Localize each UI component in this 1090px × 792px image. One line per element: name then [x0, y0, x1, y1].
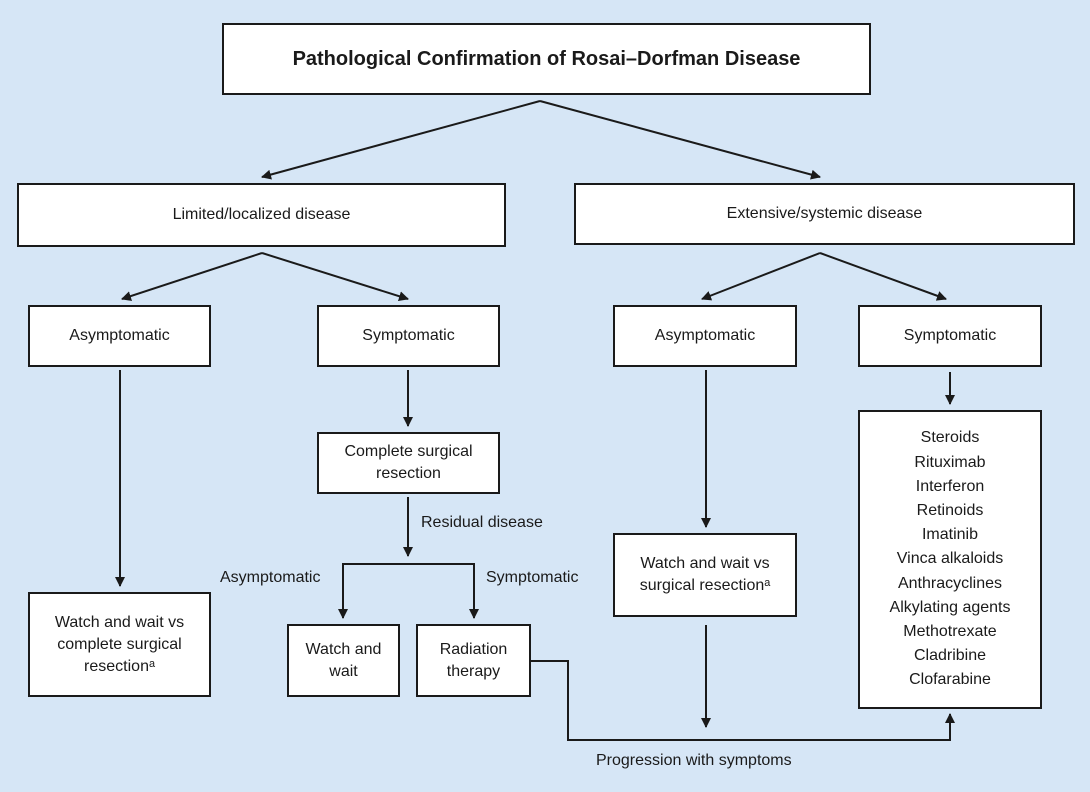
arrow-radiation-to-treatments	[530, 660, 955, 741]
extensive-watch-wait-box: Watch and wait vs surgical resectionᵃ	[613, 533, 797, 617]
limited-watch-wait-box: Watch and wait vs complete surgical rese…	[28, 592, 211, 697]
limited-asymptomatic-label: Asymptomatic	[69, 327, 170, 344]
limited-disease-box: Limited/localized disease	[17, 183, 506, 247]
extensive-asymptomatic-box: Asymptomatic	[613, 305, 797, 367]
treatment-item: Clofarabine	[909, 671, 991, 689]
treatment-item: Alkylating agents	[889, 598, 1011, 616]
arrow-extensive-to-symptomatic	[819, 252, 947, 301]
arrow-title-to-limited	[261, 100, 541, 180]
extensive-disease-box: Extensive/systemic disease	[574, 183, 1075, 245]
treatment-item: Cladribine	[913, 647, 987, 665]
limited-symptomatic-box: Symptomatic	[317, 305, 500, 367]
limited-disease-label: Limited/localized disease	[172, 206, 351, 223]
arrow-limited-to-asymptomatic	[121, 252, 263, 301]
arrow-limited-to-symptomatic	[261, 252, 409, 302]
watch-and-wait-box: Watch and wait	[287, 624, 400, 697]
treatment-item: Methotrexate	[903, 623, 997, 640]
residual-asymptomatic-label: Asymptomatic	[220, 569, 321, 586]
complete-surgical-resection-label: Complete surgical resection	[344, 443, 473, 482]
treatment-options-box: Steroids Rituximab Interferon Retinoids …	[858, 410, 1042, 709]
progression-label: Progression with symptoms	[596, 752, 792, 769]
arrow-extensive-to-asymptomatic	[701, 252, 821, 301]
treatment-item: Imatinib	[921, 526, 979, 544]
complete-surgical-resection-box: Complete surgical resection	[317, 432, 500, 494]
treatment-item: Retinoids	[916, 501, 984, 519]
limited-asymptomatic-box: Asymptomatic	[28, 305, 211, 367]
treatment-item: Steroids	[920, 429, 980, 447]
arrow-title-to-extensive	[539, 100, 821, 180]
title-box: Pathological Confirmation of Rosai–Dorfm…	[222, 23, 871, 95]
treatment-item: Vinca alkaloids	[896, 550, 1004, 568]
extensive-symptomatic-label: Symptomatic	[903, 327, 997, 344]
page-title: Pathological Confirmation of Rosai–Dorfm…	[292, 48, 801, 70]
residual-disease-label: Residual disease	[421, 514, 543, 531]
extensive-asymptomatic-label: Asymptomatic	[654, 327, 756, 344]
extensive-symptomatic-box: Symptomatic	[858, 305, 1042, 367]
treatment-item: Interferon	[915, 477, 985, 495]
residual-symptomatic-label: Symptomatic	[486, 569, 579, 586]
extensive-disease-label: Extensive/systemic disease	[726, 205, 923, 222]
residual-split-line	[342, 563, 479, 619]
limited-symptomatic-label: Symptomatic	[362, 327, 455, 344]
treatment-item: Rituximab	[914, 453, 986, 471]
radiation-therapy-box: Radiation therapy	[416, 624, 531, 697]
limited-watch-wait-label: Watch and wait vs complete surgical rese…	[54, 613, 185, 675]
treatment-item: Anthracyclines	[897, 574, 1003, 592]
extensive-watch-wait-label: Watch and wait vs surgical resectionᵃ	[639, 555, 771, 594]
radiation-therapy-label: Radiation therapy	[439, 640, 508, 680]
watch-and-wait-label: Watch and wait	[305, 640, 382, 680]
